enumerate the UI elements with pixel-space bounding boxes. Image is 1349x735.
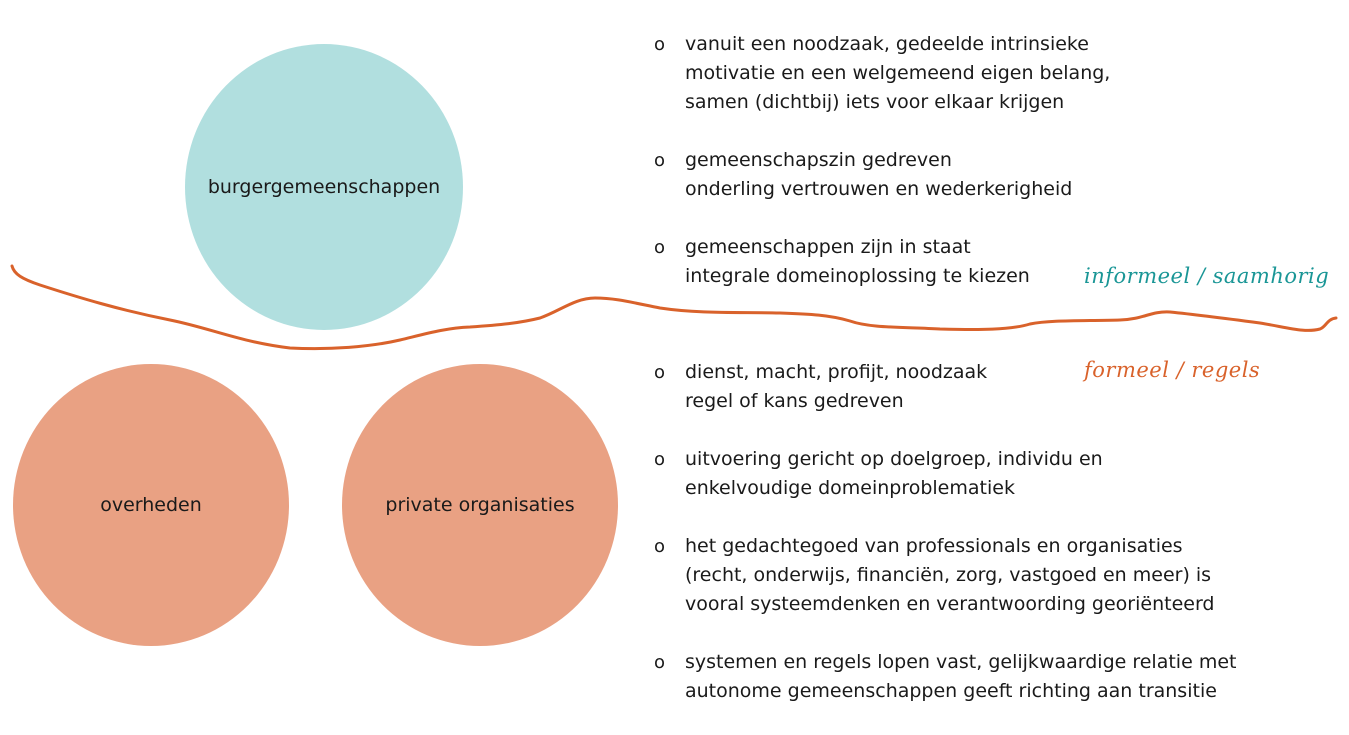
- bullet-line: (recht, onderwijs, financiën, zorg, vast…: [685, 564, 1212, 586]
- bullet-marker: o: [654, 536, 666, 557]
- bullet-item: o het gedachtegoed van professionals en …: [654, 532, 1344, 619]
- bullet-item: o systemen en regels lopen vast, gelijkw…: [654, 648, 1344, 706]
- bullet-line: dienst, macht, profijt, noodzaak: [685, 361, 988, 383]
- circle-label-burgergemeenschappen: burgergemeenschappen: [207, 176, 441, 198]
- bullet-item: o vanuit een noodzaak, gedeelde intrinsi…: [654, 30, 1344, 117]
- circle-private-organisaties: private organisaties: [342, 364, 618, 646]
- bullet-marker: o: [654, 652, 666, 673]
- bullet-line: vooral systeemdenken en verantwoording g…: [685, 593, 1215, 615]
- bullet-marker: o: [654, 34, 666, 55]
- bullet-marker: o: [654, 449, 666, 470]
- bullet-marker: o: [654, 237, 666, 258]
- bullet-line: systemen en regels lopen vast, gelijkwaa…: [685, 651, 1237, 673]
- bullet-list-formeel: o dienst, macht, profijt, noodzaak regel…: [654, 358, 1344, 735]
- bullet-line: regel of kans gedreven: [685, 390, 904, 412]
- circle-burgergemeenschappen: burgergemeenschappen: [185, 44, 463, 330]
- bullet-item: o dienst, macht, profijt, noodzaak regel…: [654, 358, 1344, 416]
- circle-label-overheden: overheden: [100, 494, 202, 516]
- bullet-item: o gemeenschapszin gedreven onderling ver…: [654, 146, 1344, 204]
- bullet-line: gemeenschapszin gedreven: [685, 149, 952, 171]
- circle-label-private-organisaties: private organisaties: [385, 494, 575, 516]
- bullet-line: enkelvoudige domeinproblematiek: [685, 477, 1015, 499]
- bullet-line: onderling vertrouwen en wederkerigheid: [685, 178, 1073, 200]
- label-formeel-regels: formeel / regels: [1084, 358, 1261, 382]
- bullet-list-informeel: o vanuit een noodzaak, gedeelde intrinsi…: [654, 30, 1344, 320]
- label-informeel-saamhorig: informeel / saamhorig: [1084, 264, 1330, 288]
- bullet-line: motivatie en een welgemeend eigen belang…: [685, 62, 1111, 84]
- bullet-line: samen (dichtbij) iets voor elkaar krijge…: [685, 91, 1065, 113]
- bullet-item: o uitvoering gericht op doelgroep, indiv…: [654, 445, 1344, 503]
- bullet-item: o gemeenschappen zijn in staat integrale…: [654, 233, 1344, 291]
- bullet-line: gemeenschappen zijn in staat: [685, 236, 971, 258]
- bullet-line: het gedachtegoed van professionals en or…: [685, 535, 1183, 557]
- circle-overheden: overheden: [13, 364, 289, 646]
- bullet-line: integrale domeinoplossing te kiezen: [685, 265, 1030, 287]
- bullet-line: autonome gemeenschappen geeft richting a…: [685, 680, 1217, 702]
- bullet-line: uitvoering gericht op doelgroep, individ…: [685, 448, 1103, 470]
- bullet-marker: o: [654, 362, 666, 383]
- bullet-line: vanuit een noodzaak, gedeelde intrinsiek…: [685, 33, 1089, 55]
- bullet-marker: o: [654, 150, 666, 171]
